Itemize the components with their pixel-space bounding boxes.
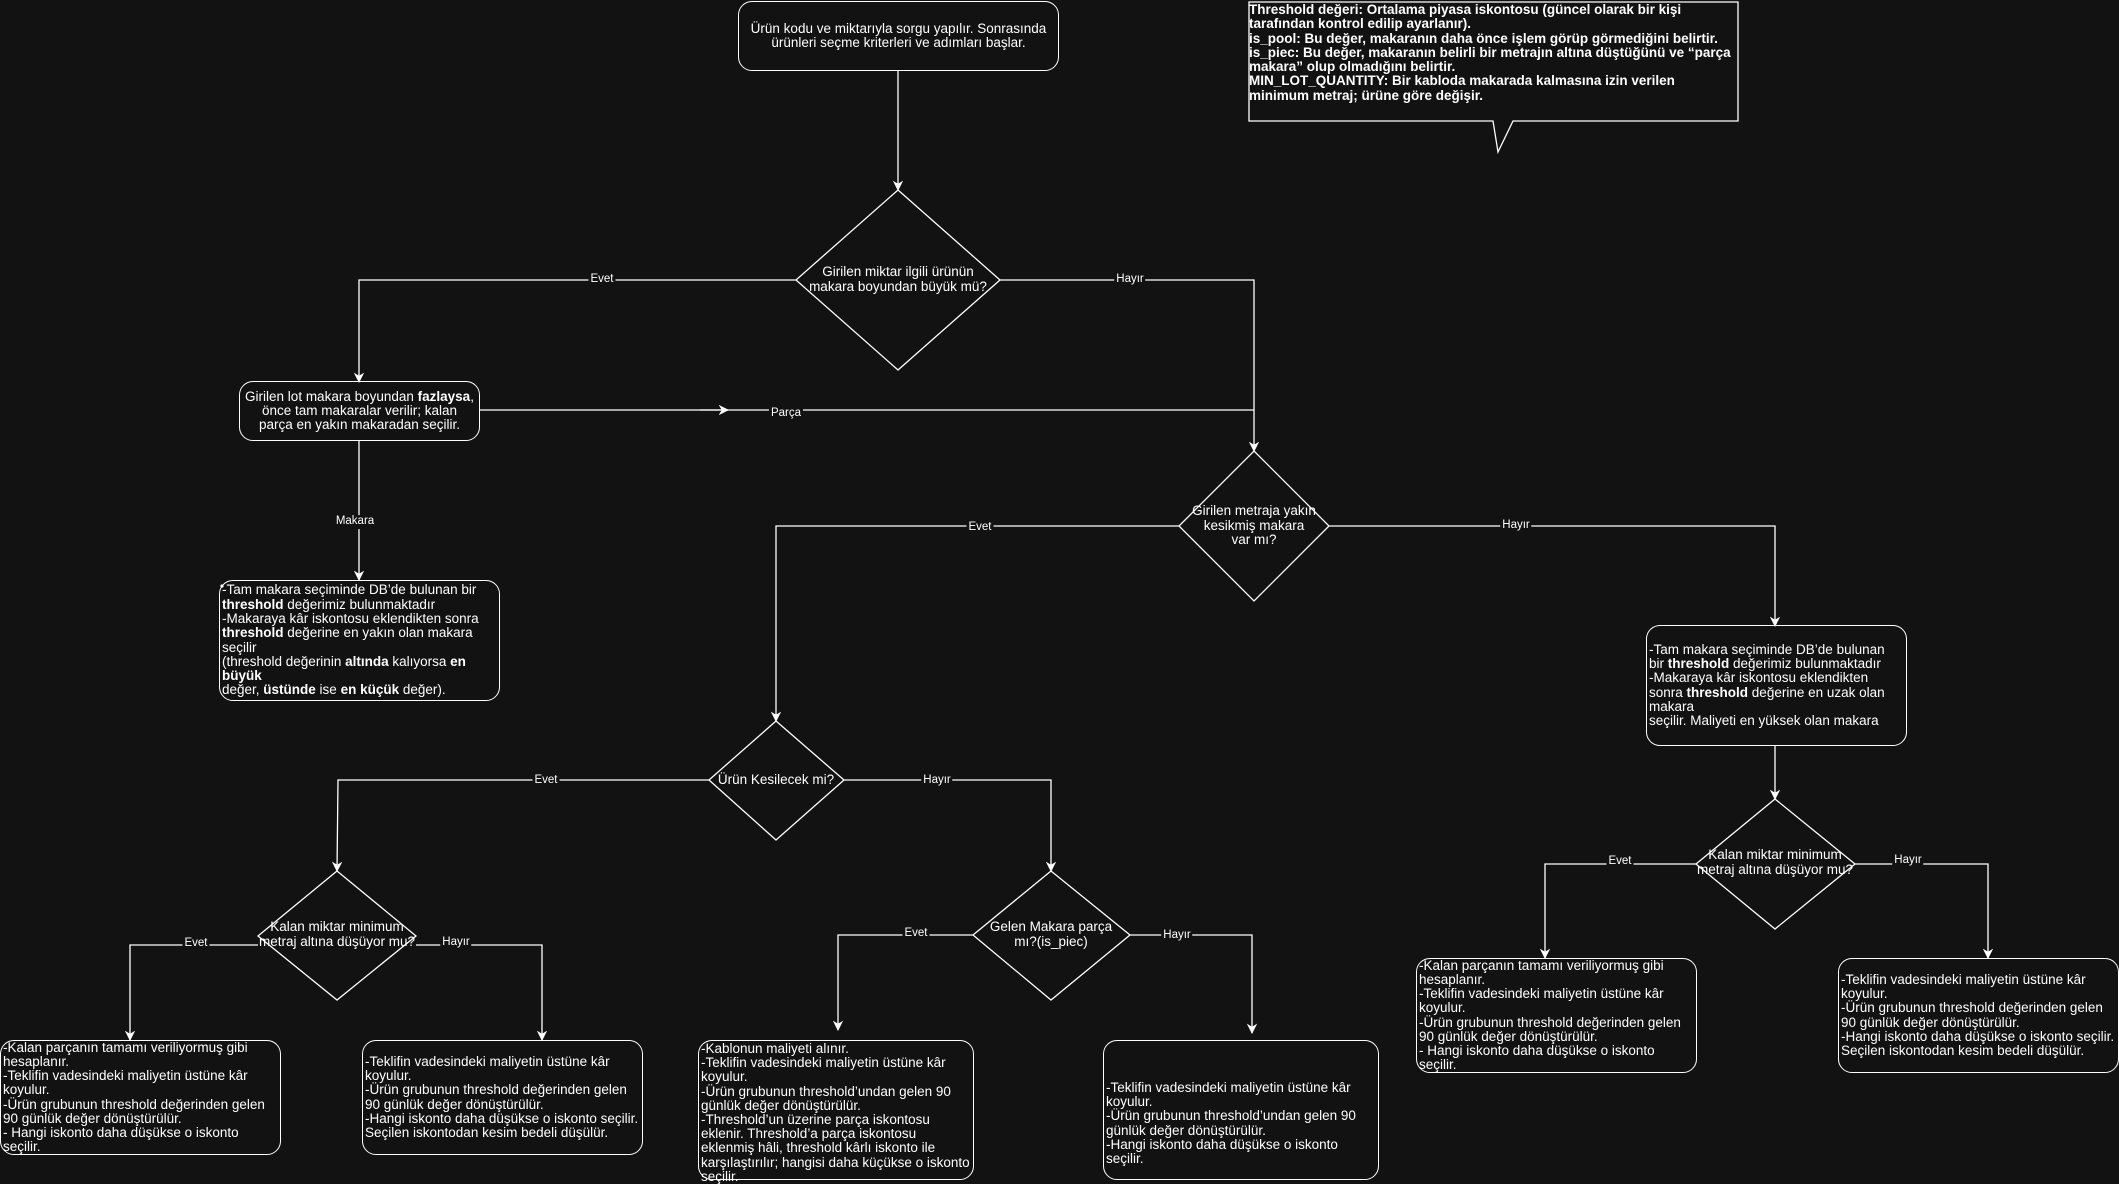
full-reel-right-node: -Tam makara seçiminde DB’de bulunan bir … (1646, 625, 1907, 746)
edge-label-piece: Parça (768, 407, 804, 421)
edge-label-d4-yes: Evet (182, 937, 210, 951)
leaf-b-text: -Teklifin vadesindeki maliyetin üstüne k… (365, 1053, 639, 1140)
callout-bubble (1248, 1, 1739, 155)
edge-label-d2-no: Hayır (1500, 519, 1532, 533)
leaf-a-node: -Kalan parçanın tamamı veriliyormuş gibi… (0, 1040, 281, 1155)
edge-d6-yes (1539, 863, 1696, 960)
edge-d6-no (1855, 863, 1994, 960)
edge-label-d4-no: Hayır (440, 936, 472, 950)
edge-label-d5-no: Hayır (1161, 929, 1193, 943)
edge-d2-yes (770, 525, 1179, 723)
leaf-c-node: -Kablonun maliyeti alınır. -Teklifin vad… (698, 1040, 974, 1183)
full-reel-left-text: -Tam makara seçiminde DB’de bulunan bir … (222, 582, 479, 698)
start-node-text: Ürün kodu ve miktarıyla sorgu yapılır. S… (750, 20, 1047, 50)
lot-select-text: Girilen lot makara boyundan fazlaysa, ön… (245, 388, 474, 433)
leaf-b-node: -Teklifin vadesindeki maliyetin üstüne k… (362, 1040, 643, 1155)
leaf-e-node: -Kalan parçanın tamamı veriliyormuş gibi… (1416, 958, 1697, 1073)
decision-d3-text: Ürün Kesilecek mi? (717, 771, 835, 787)
leaf-f-text: -Teklifin vadesindeki maliyetin üstüne k… (1841, 971, 2115, 1058)
decision-d1-shape (795, 189, 1001, 371)
edge-d4-no (416, 944, 548, 1042)
decision-d6-shape (1694, 798, 1857, 930)
edge-d4-yes (124, 944, 258, 1042)
lot-select-node: Girilen lot makara boyundan fazlaysa, ön… (239, 381, 480, 441)
start-node: Ürün kodu ve miktarıyla sorgu yapılır. S… (738, 1, 1059, 71)
leaf-d-node: -Teklifin vadesindeki maliyetin üstüne k… (1103, 1040, 1379, 1180)
edge-label-d6-no: Hayır (1892, 854, 1924, 868)
edge-d3-yes (331, 779, 709, 873)
decision-d4-text: Kalan miktar minimum metraj altına düşüy… (258, 919, 416, 949)
edge-d1-no (1000, 279, 1260, 453)
edge-d5-yes (832, 934, 973, 1032)
edge-d5-no (1130, 934, 1258, 1035)
edge-label-d1-no: Hayır (1114, 273, 1146, 287)
leaf-c-text: -Kablonun maliyeti alınır. -Teklifin vad… (701, 1041, 970, 1184)
decision-d5-text: Gelen Makara parça mı?(is_piec) (989, 919, 1113, 949)
decision-d6-text: Kalan miktar minimum metraj altına düşüy… (1696, 847, 1854, 877)
full-reel-left-node: -Tam makara seçiminde DB’de bulunan bir … (219, 580, 500, 701)
decision-d2-text: Girilen metraja yakın kesikmiş makara va… (1192, 502, 1316, 548)
edge-label-d6-yes: Evet (1606, 855, 1634, 869)
leaf-d-text: -Teklifin vadesindeki maliyetin üstüne k… (1106, 1080, 1356, 1166)
edge-label-reel: Makara (333, 515, 377, 529)
decision-d5-shape (971, 870, 1132, 1001)
decision-d2-shape (1178, 450, 1330, 602)
leaf-a-text: -Kalan parçanın tamamı veriliyormuş gibi… (3, 1039, 265, 1155)
edge-label-d3-yes: Evet (532, 774, 560, 788)
decision-d4-shape (256, 870, 418, 1001)
decision-d1-text: Girilen miktar ilgili ürünün makara boyu… (809, 264, 987, 294)
leaf-f-node: -Teklifin vadesindeki maliyetin üstüne k… (1838, 958, 2119, 1073)
full-reel-right-text: -Tam makara seçiminde DB’de bulunan bir … (1649, 641, 1885, 729)
edge-label-d3-no: Hayır (921, 774, 953, 788)
definitions-callout: Threshold değeri: Ortalama piyasa iskont… (1249, 2, 1731, 103)
edge-d2-no (1329, 525, 1781, 628)
edge-label-d2-yes: Evet (966, 521, 994, 535)
decision-d3-shape (708, 720, 845, 841)
edge-d3-no (844, 779, 1057, 873)
leaf-e-text: -Kalan parçanın tamamı veriliyormuş gibi… (1419, 957, 1681, 1073)
edge-label-d5-yes: Evet (902, 927, 930, 941)
edge-label-d1-yes: Evet (588, 273, 616, 287)
edge-d1-yes (353, 279, 796, 384)
